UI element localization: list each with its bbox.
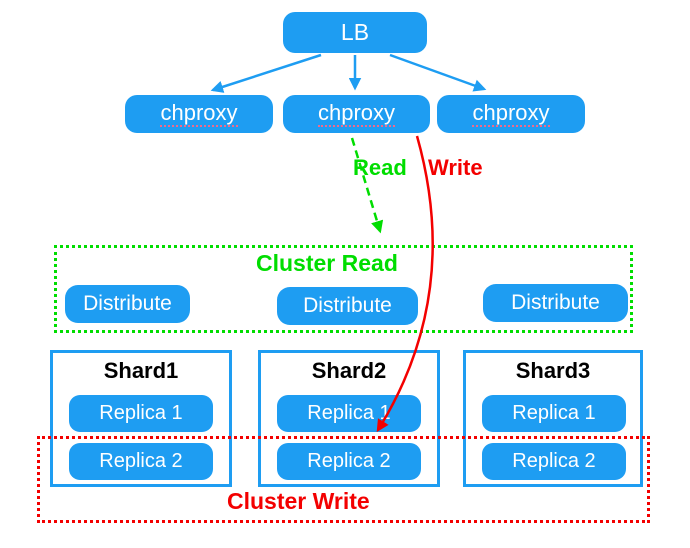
distribute-node-3: Distribute: [483, 284, 628, 322]
chproxy-node-3-label: chproxy: [472, 101, 550, 128]
chproxy-node-2: chproxy: [283, 95, 430, 133]
write-flow-label: Write: [428, 155, 483, 180]
shard1-replica1-node: Replica 1: [69, 395, 213, 432]
shard2-box: Shard2 Replica 1 Replica 2: [258, 350, 440, 487]
shard2-replica2-node: Replica 2: [277, 443, 421, 480]
shard3-replica1-node: Replica 1: [482, 395, 626, 432]
shard1-replica2-label: Replica 2: [99, 450, 183, 472]
distribute-node-1-label: Distribute: [83, 292, 172, 315]
shard3-replica2-node: Replica 2: [482, 443, 626, 480]
shard2-replica1-node: Replica 1: [277, 395, 421, 432]
shard3-replica1-label: Replica 1: [512, 402, 596, 424]
lb-to-chproxy1-arrow: [210, 53, 322, 93]
shard2-replica1-label: Replica 1: [307, 402, 391, 424]
shard2-replica2-label: Replica 2: [307, 450, 391, 472]
lb-node-label: LB: [340, 19, 370, 45]
chproxy-node-3: chproxy: [437, 95, 585, 133]
cluster-read-title: Cluster Read: [256, 250, 398, 276]
shard2-title: Shard2: [311, 358, 387, 383]
shard1-box: Shard1 Replica 1 Replica 2: [50, 350, 232, 487]
distribute-node-3-label: Distribute: [511, 291, 600, 314]
shard1-title: Shard1: [103, 358, 179, 383]
shard1-replica2-node: Replica 2: [69, 443, 213, 480]
lb-node: LB: [283, 12, 427, 53]
cluster-write-boundary: [37, 436, 650, 523]
shard3-box: Shard3 Replica 1 Replica 2: [463, 350, 643, 487]
distribute-node-1: Distribute: [65, 285, 190, 323]
read-flow-arrow: [350, 137, 384, 234]
read-flow-label: Read: [353, 155, 407, 180]
distribute-node-2-label: Distribute: [303, 294, 392, 317]
chproxy-node-2-label: chproxy: [317, 101, 396, 128]
chproxy-node-1: chproxy: [125, 95, 273, 133]
cluster-read-boundary: [54, 245, 633, 333]
cluster-write-title: Cluster Write: [227, 488, 370, 514]
lb-to-chproxy3-arrow: [389, 53, 487, 92]
chproxy-node-1-label: chproxy: [160, 101, 238, 128]
shard3-replica2-label: Replica 2: [512, 450, 596, 472]
shard3-title: Shard3: [515, 358, 591, 383]
shard1-replica1-label: Replica 1: [99, 402, 183, 424]
